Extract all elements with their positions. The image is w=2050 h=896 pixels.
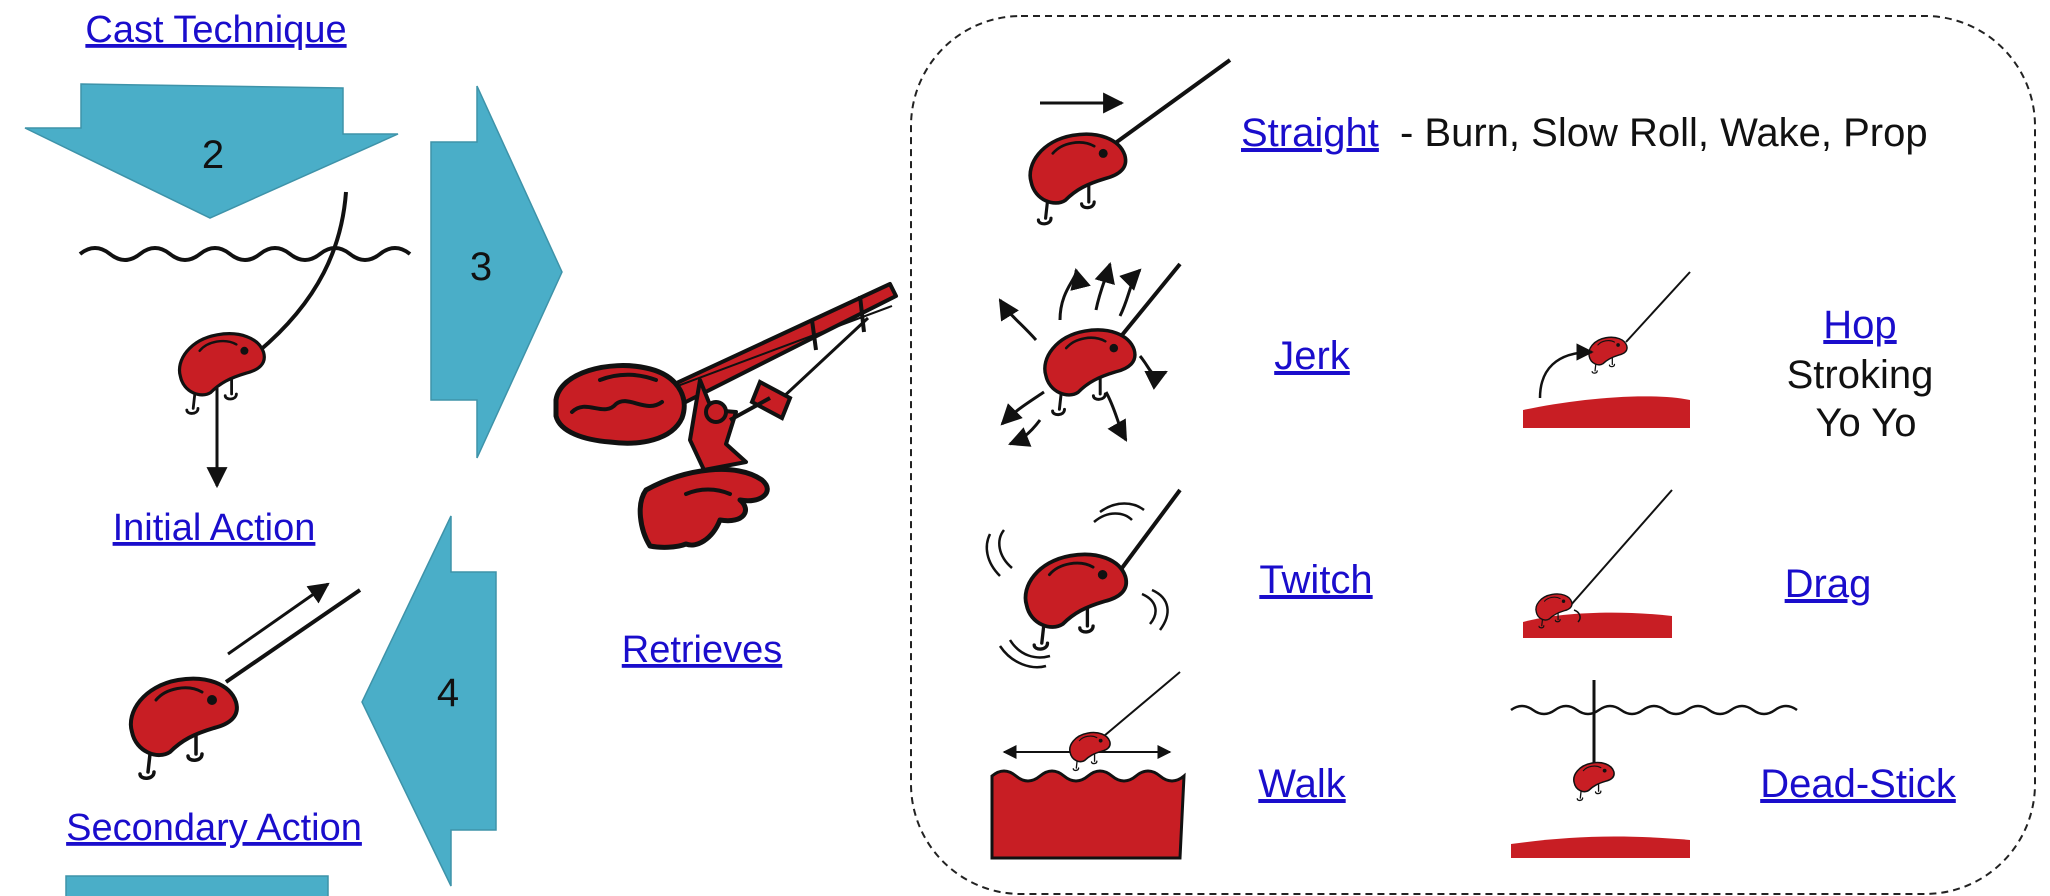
drag-link[interactable]: Drag xyxy=(1785,562,1872,606)
step-3-arrow: 3 xyxy=(430,85,563,459)
secondary-action-link[interactable]: Secondary Action xyxy=(66,807,362,849)
cast-technique-link[interactable]: Cast Technique xyxy=(85,9,346,51)
jerk-link[interactable]: Jerk xyxy=(1274,334,1351,378)
step-2-number: 2 xyxy=(202,133,224,177)
lure-icon xyxy=(177,332,266,416)
twitch-link[interactable]: Twitch xyxy=(1259,558,1372,602)
water-surface-icon xyxy=(78,246,412,262)
motion-lines-icon xyxy=(985,502,1169,669)
dead-stick-illustration xyxy=(1510,680,1798,858)
stroking-label: Stroking xyxy=(1787,353,1934,397)
straight-link[interactable]: Straight xyxy=(1241,111,1379,155)
straight-row-text: Straight - Burn, Slow Roll, Wake, Prop xyxy=(1241,111,1928,155)
straight-description: - Burn, Slow Roll, Wake, Prop xyxy=(1400,111,1928,155)
lure-icon xyxy=(128,676,239,781)
step-2-arrow: 2 xyxy=(24,83,399,219)
drag-illustration xyxy=(1523,489,1673,638)
water-surface-icon xyxy=(1510,704,1798,716)
lure-icon xyxy=(1028,132,1128,226)
fishing-line xyxy=(224,588,362,684)
walk-link[interactable]: Walk xyxy=(1258,762,1346,806)
step-3-number: 3 xyxy=(470,245,492,289)
rod-and-reel-illustration xyxy=(553,282,898,550)
retrieves-link[interactable]: Retrieves xyxy=(622,629,783,671)
bottom-terrain-icon xyxy=(1511,836,1690,858)
fishing-line xyxy=(1112,58,1232,146)
water-body-icon xyxy=(990,769,1186,860)
fishing-line xyxy=(1625,271,1691,343)
bottom-terrain-icon xyxy=(1523,612,1672,638)
bottom-arrow-partial xyxy=(65,875,329,896)
walk-illustration xyxy=(990,671,1186,860)
lure-icon xyxy=(1043,328,1137,417)
step-4-number: 4 xyxy=(437,671,459,715)
fishing-line xyxy=(1569,489,1673,607)
lure-icon xyxy=(1573,761,1615,802)
hand-icon xyxy=(553,363,687,446)
fishing-line xyxy=(1116,262,1182,342)
hand-icon xyxy=(637,466,770,550)
fishing-line xyxy=(256,191,348,354)
step-4-arrow: 4 xyxy=(361,515,497,887)
twitch-illustration xyxy=(985,488,1182,669)
lure-icon xyxy=(1023,552,1129,651)
hop-arrow-icon xyxy=(1538,343,1594,399)
lure-icon xyxy=(1588,336,1628,374)
hop-illustration xyxy=(1523,271,1691,428)
arrow-up-right-icon xyxy=(227,582,330,656)
retrieves-panel xyxy=(910,15,2036,895)
straight-illustration xyxy=(1028,58,1232,226)
hop-link[interactable]: Hop xyxy=(1823,303,1896,347)
dead-stick-link[interactable]: Dead-Stick xyxy=(1760,762,1957,806)
motion-lines-icon xyxy=(998,261,1168,447)
reel-icon xyxy=(688,378,793,472)
initial-action-link[interactable]: Initial Action xyxy=(113,507,316,549)
bottom-terrain-icon xyxy=(1523,396,1690,428)
jerk-illustration xyxy=(998,261,1182,447)
fishing-line xyxy=(1103,671,1181,737)
fishing-line xyxy=(1120,488,1182,570)
yo-yo-label: Yo Yo xyxy=(1816,401,1917,445)
